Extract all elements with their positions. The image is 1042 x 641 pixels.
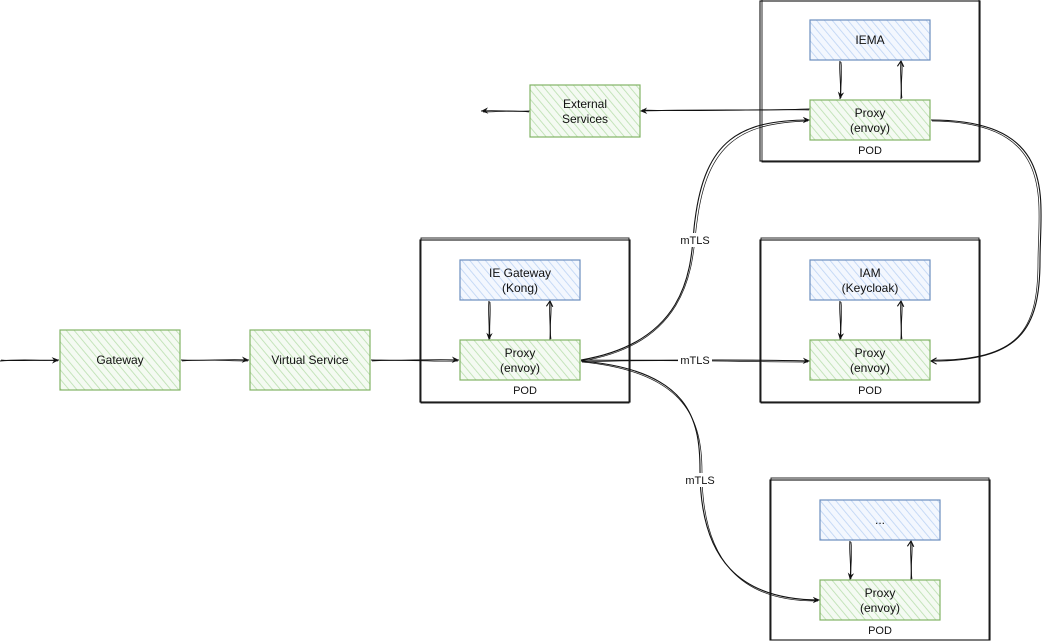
external-services-label-line2: Services (562, 112, 608, 126)
svg-text:Proxy: Proxy (855, 346, 886, 360)
ellipsis-label: ... (875, 513, 885, 527)
iam-node: IAM (Keycloak) (809, 259, 931, 301)
edge-iegw-to-proxy (486, 300, 493, 341)
svg-text:(envoy): (envoy) (860, 601, 900, 615)
edge-iema-proxy-to-iam-proxy (929, 119, 1042, 365)
ie-gateway-label-line1: IE Gateway (489, 266, 551, 280)
edge-proxy-to-ellipsis (906, 539, 915, 581)
pod-other-label: POD (868, 625, 892, 637)
ie-gateway-node: IE Gateway (Kong) (459, 259, 581, 301)
svg-text:mTLS: mTLS (680, 355, 709, 367)
iema-node: IEMA (809, 19, 931, 61)
svg-text:mTLS: mTLS (680, 235, 709, 247)
gateway-node: Gateway (59, 329, 181, 391)
proxy-other-node: Proxy (envoy) (819, 579, 941, 621)
virtual-service-node: Virtual Service (249, 329, 371, 391)
mtls-label-top: mTLS (678, 233, 712, 247)
svg-text:(envoy): (envoy) (850, 121, 890, 135)
iam-label-line1: IAM (859, 266, 880, 280)
proxy-iema-node: Proxy (envoy) (809, 99, 931, 141)
ie-gateway-label-line2: (Kong) (502, 281, 538, 295)
edge-proxy-to-iema (896, 59, 905, 100)
svg-text:Proxy: Proxy (505, 346, 536, 360)
svg-text:(envoy): (envoy) (500, 361, 540, 375)
virtual-service-label: Virtual Service (271, 353, 348, 367)
pod-iam-label: POD (858, 385, 882, 397)
pod-iema-label: POD (858, 145, 882, 157)
edge-ellipsis-to-proxy (847, 540, 855, 581)
pod-ie-gateway-label: POD (513, 385, 537, 397)
edge-mtls-to-iema (580, 116, 811, 361)
iema-label: IEMA (855, 33, 884, 47)
ellipsis-node: ... (819, 499, 941, 541)
svg-text:Proxy: Proxy (855, 106, 886, 120)
proxy-iam-node: Proxy (envoy) (809, 339, 931, 381)
edge-virtual-service-proxy (370, 356, 460, 363)
external-services-label-line1: External (563, 97, 607, 111)
gateway-label: Gateway (96, 353, 143, 367)
edge-mtls-to-other (580, 360, 821, 604)
svg-text:Proxy: Proxy (865, 586, 896, 600)
proxy-ie-gateway-node: Proxy (envoy) (459, 339, 581, 381)
svg-text:(envoy): (envoy) (850, 361, 890, 375)
edge-proxy-to-iegw (545, 299, 554, 341)
external-services-node: External Services (529, 84, 641, 138)
edge-proxy-to-iam (896, 299, 905, 341)
edge-iam-to-proxy (837, 300, 845, 341)
mtls-label-middle: mTLS (678, 353, 712, 367)
edge-iema-to-proxy (837, 60, 845, 100)
svg-text:mTLS: mTLS (685, 475, 714, 487)
mtls-label-bottom: mTLS (683, 473, 717, 487)
iam-label-line2: (Keycloak) (842, 281, 899, 295)
